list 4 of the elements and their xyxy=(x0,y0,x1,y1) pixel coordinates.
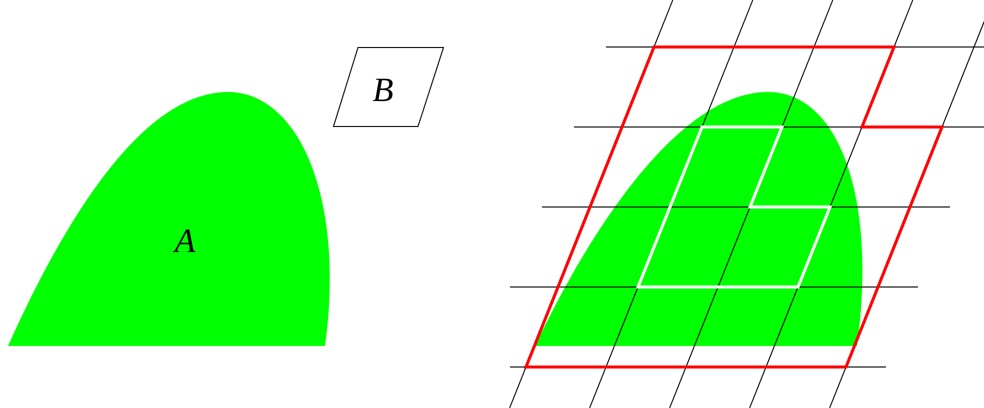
set-label: A xyxy=(174,225,196,259)
set-label: B xyxy=(372,74,394,108)
parallelogram-shape xyxy=(333,47,444,127)
shaded-region xyxy=(8,90,330,346)
